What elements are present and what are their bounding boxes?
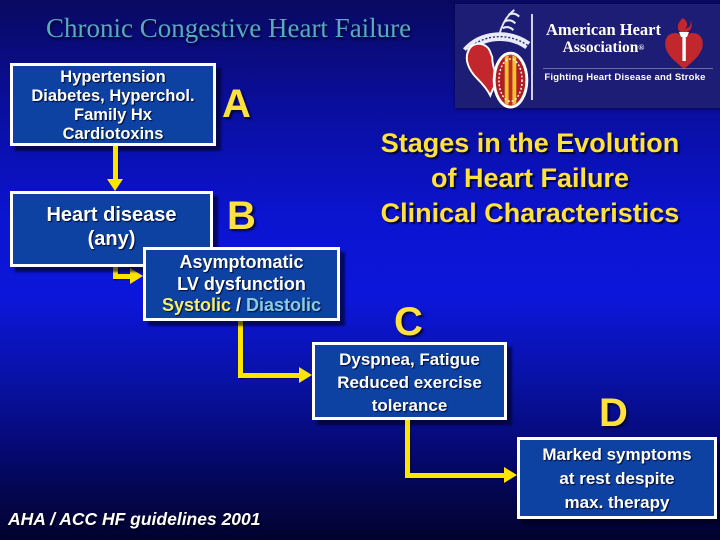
refractory-line2: at rest despite — [559, 469, 675, 488]
systolic-diastolic-separator: / — [230, 295, 246, 315]
symptomatic-line3: tolerance — [371, 396, 448, 415]
stages-heading-line1: Stages in the Evolution — [380, 128, 680, 158]
logo-tagline-divider — [543, 68, 713, 69]
refractory-line1: Marked symptoms — [542, 445, 692, 464]
logo-org-line1: American Heart — [546, 20, 661, 39]
flow-box-refractory: Marked symptoms at rest despite max. the… — [517, 437, 717, 519]
arrow-risk-to-heart-disease-head — [107, 179, 123, 191]
refractory-line3: max. therapy — [564, 493, 670, 512]
systolic-label: Systolic — [161, 295, 231, 315]
arrow-symptomatic-to-refractory-h — [405, 473, 504, 478]
arrow-symptomatic-to-refractory-head — [504, 467, 517, 483]
arrow-heart-disease-to-asymptomatic-h — [113, 274, 132, 279]
stage-letter-a: A — [222, 82, 251, 126]
slide-title: Chronic Congestive Heart Failure — [46, 13, 412, 43]
arrow-heart-disease-to-asymptomatic-v — [113, 267, 118, 279]
diastolic-label: Diastolic — [246, 295, 322, 315]
stage-letter-c: C — [394, 300, 423, 344]
logo-org-name: American Heart Association® — [541, 21, 666, 57]
stage-letter-b: B — [227, 194, 256, 238]
risk-line1: Hypertension — [60, 68, 166, 86]
footer-citation: AHA / ACC HF guidelines 2001 — [8, 509, 261, 529]
asymptomatic-line1: Asymptomatic — [179, 252, 304, 272]
stages-heading-line3: Clinical Characteristics — [380, 198, 680, 228]
flow-box-heart-disease: Heart disease (any) — [10, 191, 213, 267]
asymptomatic-line3: Systolic / Diastolic — [146, 295, 337, 317]
arrow-asymptomatic-to-symptomatic-head — [299, 367, 312, 383]
heart-disease-line2: (any) — [87, 228, 136, 250]
arrow-asymptomatic-to-symptomatic-v — [238, 321, 243, 378]
stages-heading: Stages in the Evolution of Heart Failure… — [340, 126, 720, 231]
arrow-heart-disease-to-asymptomatic-head — [130, 268, 143, 284]
flow-box-asymptomatic: Asymptomatic LV dysfunction Systolic / D… — [143, 247, 340, 321]
arrow-asymptomatic-to-symptomatic-h — [238, 373, 299, 378]
flow-box-risk-factors: Hypertension Diabetes, Hyperchol. Family… — [10, 63, 216, 146]
heart-disease-line1: Heart disease — [46, 204, 177, 226]
aha-crest-icon — [463, 9, 531, 109]
symptomatic-line1: Dyspnea, Fatigue — [339, 350, 480, 369]
flow-box-symptomatic: Dyspnea, Fatigue Reduced exercise tolera… — [312, 342, 507, 420]
arrow-symptomatic-to-refractory-v — [405, 420, 410, 478]
logo-org-line2: Association® — [562, 39, 645, 56]
risk-line3: Family Hx — [74, 106, 152, 124]
risk-line4: Cardiotoxins — [62, 125, 164, 143]
risk-line2: Diabetes, Hyperchol. — [31, 87, 195, 105]
aha-logo-panel: American Heart Association® Fighting Hea… — [455, 4, 720, 109]
logo-tagline: Fighting Heart Disease and Stroke — [544, 72, 706, 83]
stages-heading-line2: of Heart Failure — [430, 163, 630, 193]
stage-letter-d: D — [599, 391, 628, 435]
asymptomatic-line2: LV dysfunction — [177, 273, 306, 294]
symptomatic-line2: Reduced exercise — [337, 373, 482, 392]
logo-divider — [531, 14, 533, 100]
heart-torch-icon — [665, 18, 703, 69]
arrow-risk-to-heart-disease — [113, 146, 118, 180]
registered-mark: ® — [638, 43, 645, 52]
